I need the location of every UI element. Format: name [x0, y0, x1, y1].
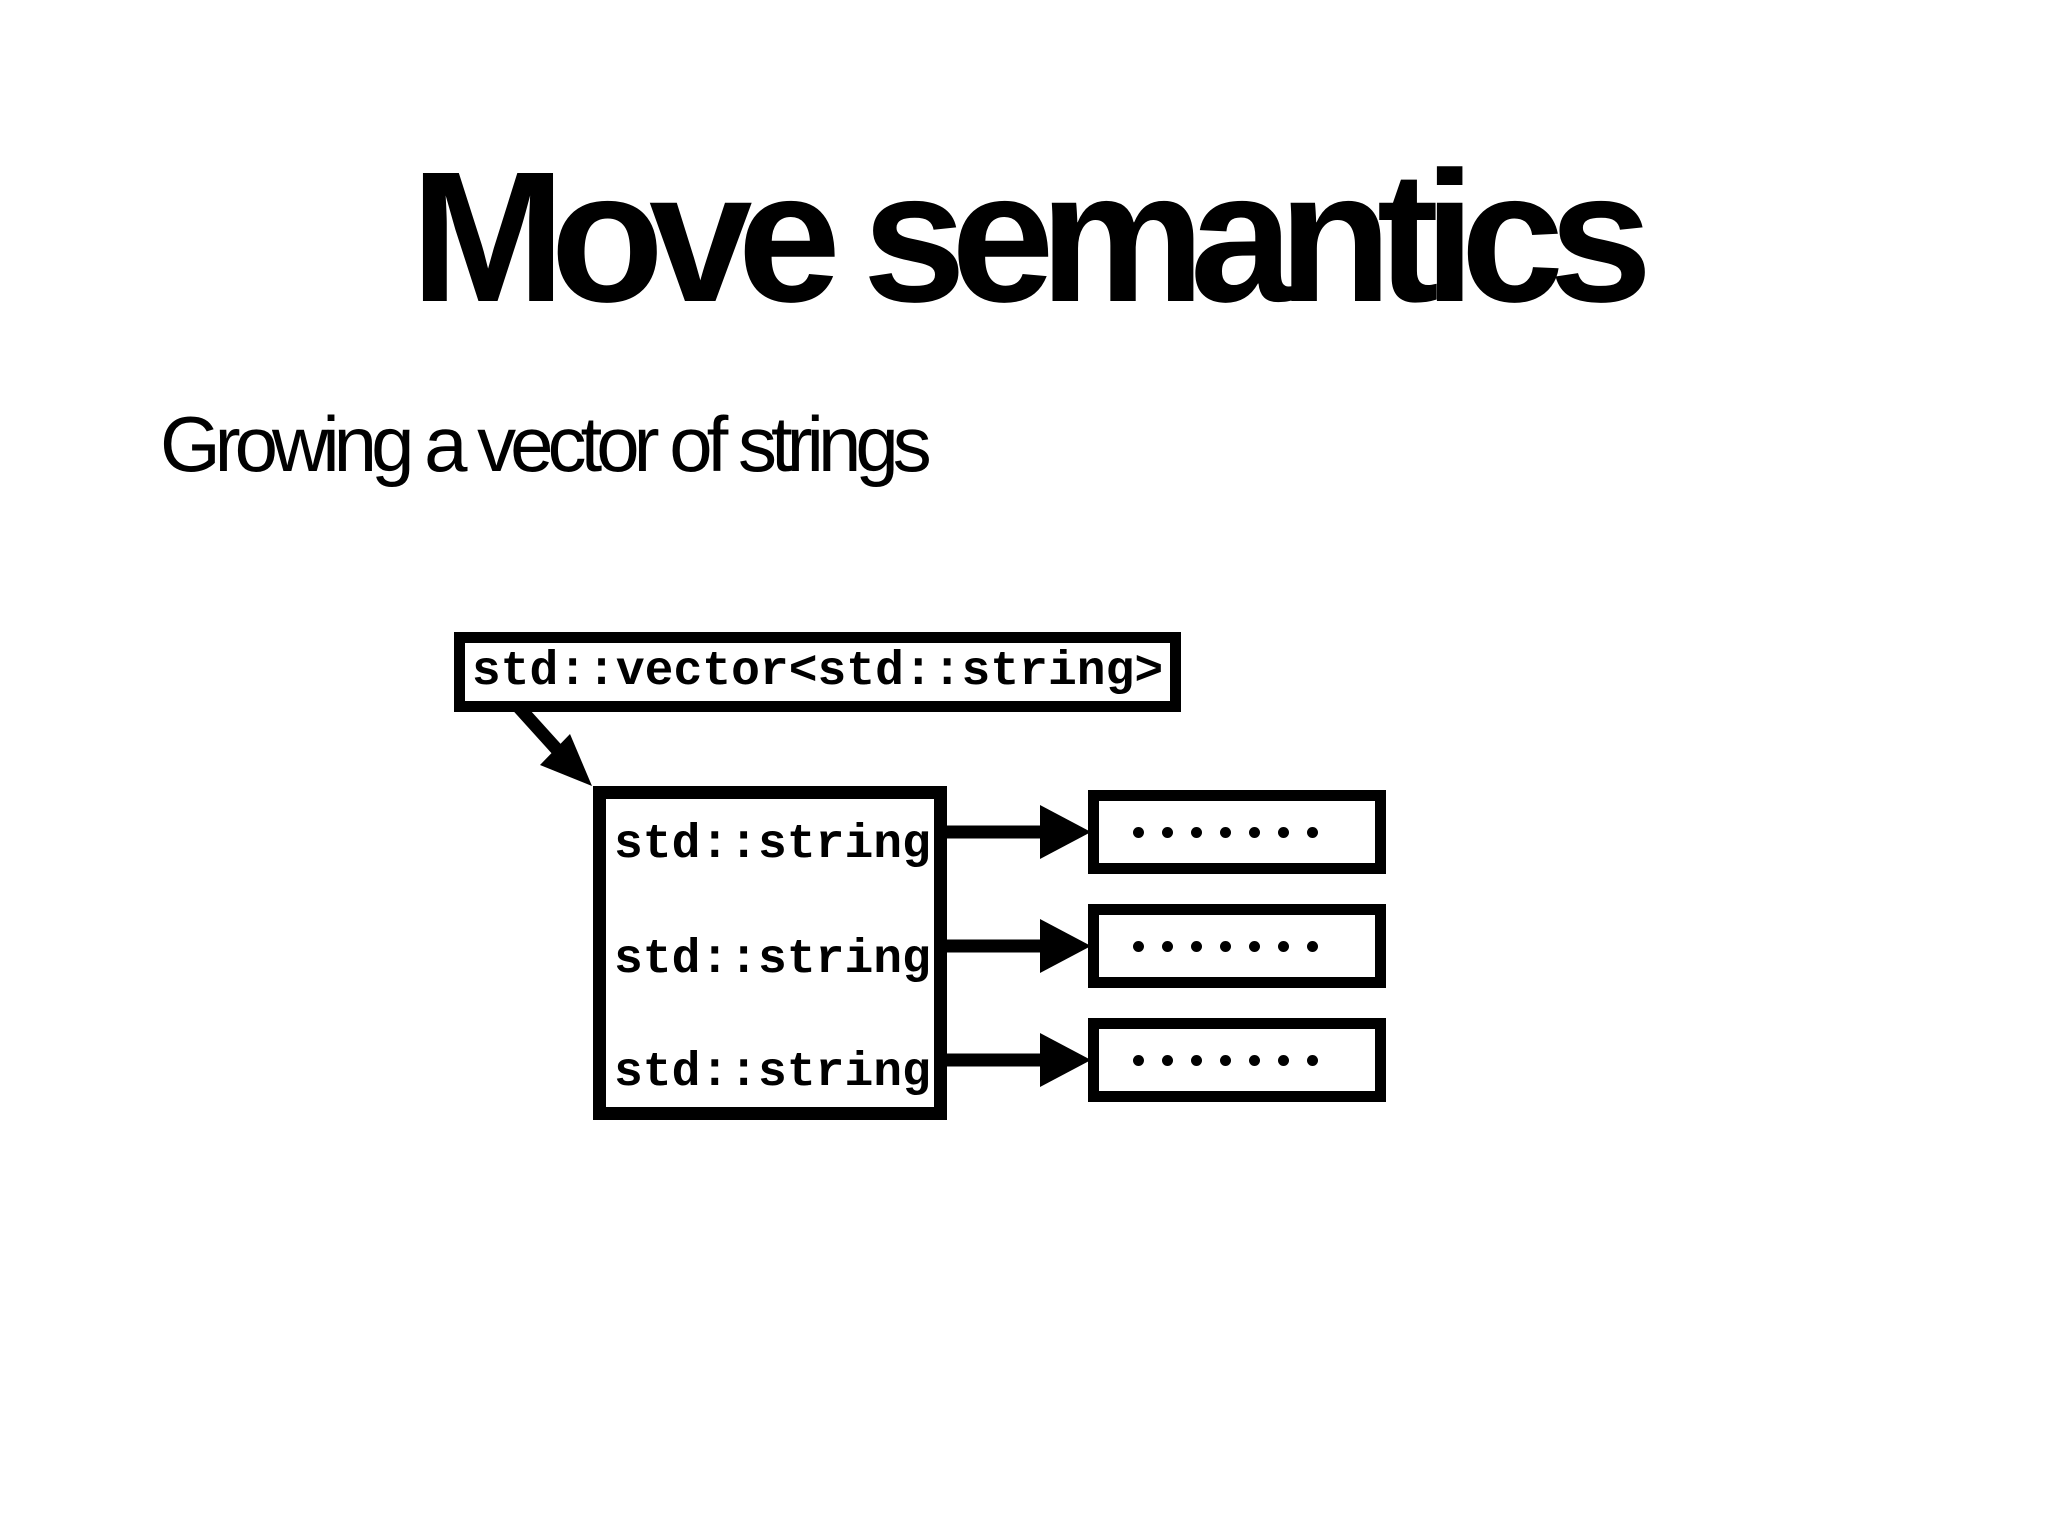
dot-icon	[1161, 940, 1173, 952]
heap-buffer-box	[1088, 904, 1386, 988]
dot-icon	[1277, 826, 1289, 838]
dot-icon	[1161, 1054, 1173, 1066]
heap-buffer-dots	[1087, 915, 1363, 977]
slide-subtitle: Growing a vector of strings	[160, 400, 932, 488]
dot-icon	[1132, 940, 1144, 952]
dot-icon	[1248, 1054, 1260, 1066]
dot-icon	[1219, 826, 1231, 838]
vector-box: std::vector<std::string>	[454, 632, 1181, 712]
dot-icon	[1219, 940, 1231, 952]
vector-element-label: std::string	[614, 933, 931, 987]
slide-title: Move semantics	[410, 134, 1653, 341]
dot-icon	[1219, 1054, 1231, 1066]
arrow-string3-to-heap-icon	[940, 1033, 1091, 1087]
arrow-string1-to-heap-icon	[940, 805, 1091, 859]
heap-buffer-box	[1088, 1018, 1386, 1102]
dot-icon	[1306, 940, 1318, 952]
dot-icon	[1248, 826, 1260, 838]
dot-icon	[1190, 1054, 1202, 1066]
dot-icon	[1277, 1054, 1289, 1066]
dot-icon	[1190, 826, 1202, 838]
vector-element-label: std::string	[614, 818, 931, 872]
dot-icon	[1248, 940, 1260, 952]
heap-buffer-dots	[1087, 1029, 1363, 1091]
heap-buffer-box	[1088, 790, 1386, 874]
vector-element-label: std::string	[614, 1046, 931, 1100]
dot-icon	[1132, 1054, 1144, 1066]
vector-box-label: std::vector<std::string>	[471, 645, 1164, 699]
dot-icon	[1306, 1054, 1318, 1066]
heap-buffer-dots	[1087, 801, 1363, 863]
arrow-vector-to-storage-icon	[509, 697, 592, 786]
dot-icon	[1306, 826, 1318, 838]
vector-storage-box: std::string std::string std::string	[593, 786, 947, 1120]
dot-icon	[1161, 826, 1173, 838]
dot-icon	[1190, 940, 1202, 952]
dot-icon	[1277, 940, 1289, 952]
dot-icon	[1132, 826, 1144, 838]
arrow-string2-to-heap-icon	[940, 919, 1091, 973]
